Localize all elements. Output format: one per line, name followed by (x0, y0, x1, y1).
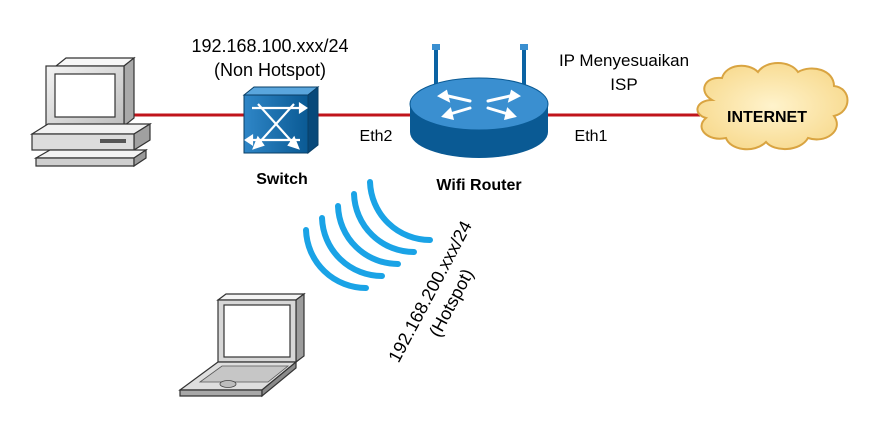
desktop-pc-icon (29, 56, 153, 168)
wifi-waves-icon (303, 179, 433, 291)
non-hotspot-ip-label: 192.168.100.xxx/24 (191, 36, 348, 56)
laptop-icon (178, 292, 306, 398)
cloud-icon (696, 62, 849, 151)
switch-label: Switch (256, 171, 308, 188)
switch-icon (242, 85, 320, 155)
isp-label-line2: ISP (610, 75, 637, 94)
non-hotspot-note-label: (Non Hotspot) (214, 60, 326, 80)
internet-label: INTERNET (727, 109, 807, 126)
eth1-label: Eth1 (575, 128, 608, 145)
wifi-router-icon (409, 44, 549, 158)
router-label: Wifi Router (436, 177, 521, 194)
eth2-label: Eth2 (360, 128, 393, 145)
isp-label-line1: IP Menyesuaikan (559, 51, 689, 70)
